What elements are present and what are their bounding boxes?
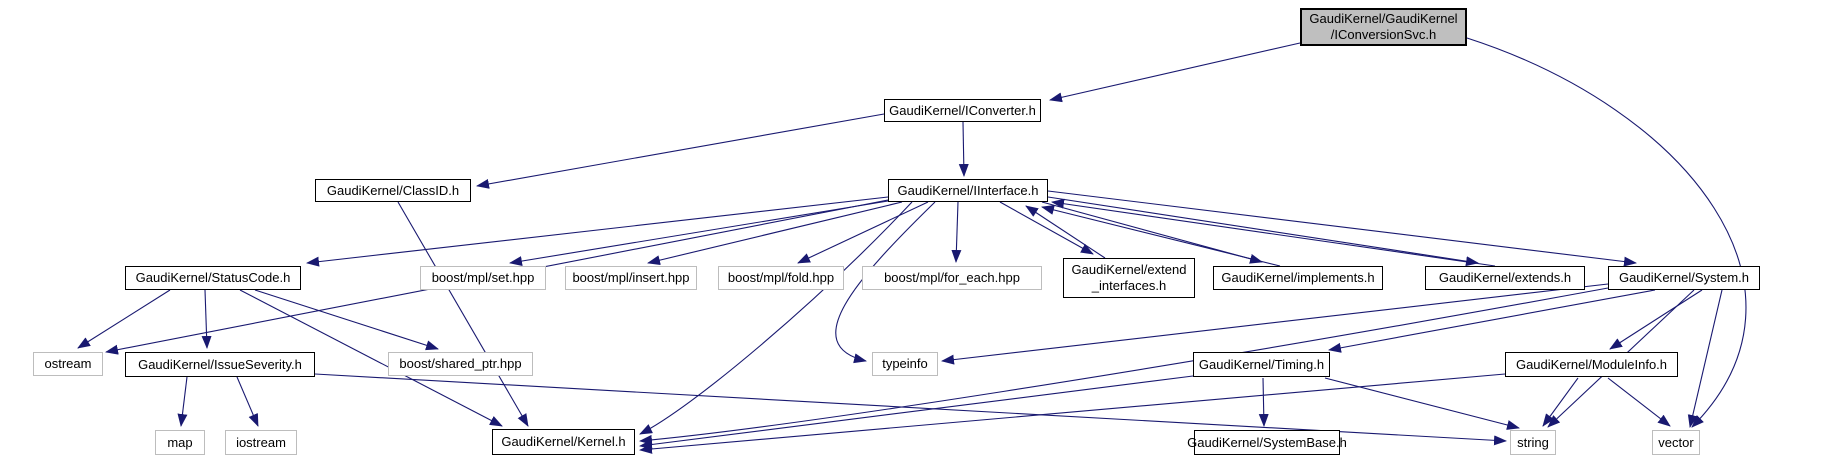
node-label: GaudiKernel/IConverter.h [889, 102, 1036, 118]
node-ostream[interactable]: ostream [33, 352, 103, 376]
edge-statuscode-issueseverity [201, 289, 212, 349]
node-label: GaudiKernel/ModuleInfo.h [1515, 356, 1668, 372]
edge-iinterface-system [1047, 190, 1637, 267]
node-label: GaudiKernel/ClassID.h [326, 182, 460, 198]
node-label: map [167, 434, 193, 450]
edge-moduleinfo-vector [1607, 377, 1671, 427]
node-issueseverity-h[interactable]: GaudiKernel/IssueSeverity.h [125, 352, 315, 377]
edge-timing-string [1324, 377, 1520, 430]
node-iconversionsvc-h[interactable]: GaudiKernel/GaudiKernel /IConversionSvc.… [1300, 8, 1467, 46]
node-boost-mpl-insert-hpp[interactable]: boost/mpl/insert.hpp [565, 266, 697, 290]
edge-iconverter-classid [476, 113, 885, 189]
node-classid-h[interactable]: GaudiKernel/ClassID.h [315, 179, 471, 202]
edge-iconversionsvc-iconverter [1049, 42, 1301, 103]
edge-timing-systembase [1258, 377, 1269, 427]
node-label: GaudiKernel/extends.h [1438, 270, 1572, 286]
edge-system-kernel [639, 287, 1609, 445]
node-typeinfo[interactable]: typeinfo [872, 352, 938, 376]
node-label: string [1517, 434, 1549, 450]
edge-issueseverity-map [177, 376, 188, 427]
node-timing-h[interactable]: GaudiKernel/Timing.h [1193, 352, 1330, 377]
edge-statuscode-kernel [239, 289, 503, 427]
node-label: boost/shared_ptr.hpp [399, 356, 522, 372]
node-map[interactable]: map [155, 430, 205, 455]
edge-system-timing [1328, 289, 1656, 353]
node-label: GaudiKernel/IssueSeverity.h [138, 356, 302, 372]
edge-statuscode-ostream [77, 289, 171, 349]
node-label: boost/mpl/insert.hpp [572, 270, 690, 286]
node-kernel-h[interactable]: GaudiKernel/Kernel.h [492, 429, 635, 455]
node-label: vector [1658, 434, 1694, 450]
edge-iinterface-mplset [509, 200, 889, 266]
node-extends-h[interactable]: GaudiKernel/extends.h [1425, 266, 1585, 290]
edge-iconversionsvc-vector [1466, 37, 1747, 428]
node-label: GaudiKernel/System.h [1618, 270, 1750, 286]
node-iinterface-h[interactable]: GaudiKernel/IInterface.h [888, 179, 1048, 202]
edge-iinterface-typeinfo [835, 201, 936, 364]
edge-iconverter-iinterface [958, 121, 969, 177]
edge-iinterface-extends [1047, 196, 1479, 267]
node-boost-shared-ptr-hpp[interactable]: boost/shared_ptr.hpp [388, 352, 533, 376]
node-label: iostream [236, 434, 286, 450]
node-label: boost/mpl/set.hpp [431, 270, 535, 286]
edge-moduleinfo-string [1542, 377, 1579, 427]
edge-implements-iinterface [1041, 205, 1281, 267]
node-string[interactable]: string [1510, 430, 1556, 455]
node-label: ostream [44, 356, 92, 372]
node-boost-mpl-fold-hpp[interactable]: boost/mpl/fold.hpp [718, 266, 844, 290]
node-iostream[interactable]: iostream [225, 430, 297, 455]
edge-issueseverity-iostream [236, 376, 259, 427]
edge-system-moduleinfo [1609, 289, 1703, 350]
node-label: GaudiKernel/implements.h [1221, 270, 1375, 286]
edge-system-typeinfo [941, 283, 1609, 365]
node-label: GaudiKernel/IInterface.h [897, 182, 1039, 198]
edge-iinterface-kernel [639, 201, 913, 435]
node-implements-h[interactable]: GaudiKernel/implements.h [1213, 266, 1383, 290]
node-systembase-h[interactable]: GaudiKernel/SystemBase.h [1187, 430, 1347, 455]
node-moduleinfo-h[interactable]: GaudiKernel/ModuleInfo.h [1505, 352, 1678, 377]
edge-iinterface-statuscode [306, 196, 889, 267]
node-label: boost/mpl/fold.hpp [727, 270, 835, 286]
edge-timing-kernel [639, 375, 1194, 450]
node-iconverter-h[interactable]: GaudiKernel/IConverter.h [884, 99, 1041, 122]
node-label: GaudiKernel/GaudiKernel /IConversionSvc.… [1309, 11, 1458, 42]
edge-iinterface-mplfold [797, 201, 929, 264]
edge-iinterface-mplinsert [647, 201, 903, 266]
node-boost-mpl-for-each-hpp[interactable]: boost/mpl/for_each.hpp [862, 266, 1042, 290]
edge-iinterface-extendif [999, 201, 1094, 255]
node-label: GaudiKernel/Timing.h [1198, 356, 1325, 372]
node-label: boost/mpl/for_each.hpp [884, 270, 1020, 286]
node-vector[interactable]: vector [1652, 430, 1700, 455]
edge-issueseverity-string [314, 373, 1507, 446]
edge-system-vector [1687, 289, 1723, 428]
node-label: GaudiKernel/extend _interfaces.h [1071, 262, 1187, 293]
node-boost-mpl-set-hpp[interactable]: boost/mpl/set.hpp [420, 266, 546, 290]
edge-classid-kernel [397, 201, 529, 427]
edge-extends-iinterface [1051, 198, 1496, 267]
node-label: GaudiKernel/Kernel.h [501, 434, 626, 450]
edge-statuscode-sharedptr [254, 289, 439, 351]
node-extend-interfaces-h[interactable]: GaudiKernel/extend _interfaces.h [1063, 258, 1195, 298]
edge-iinterface-mplforeach [951, 201, 962, 263]
edge-extendif-iinterface [1025, 205, 1106, 259]
node-system-h[interactable]: GaudiKernel/System.h [1608, 266, 1760, 290]
node-label: GaudiKernel/SystemBase.h [1187, 434, 1347, 450]
edge-moduleinfo-kernel [639, 373, 1506, 454]
node-label: typeinfo [882, 356, 928, 372]
node-statuscode-h[interactable]: GaudiKernel/StatusCode.h [125, 266, 301, 290]
node-label: GaudiKernel/StatusCode.h [135, 270, 291, 286]
